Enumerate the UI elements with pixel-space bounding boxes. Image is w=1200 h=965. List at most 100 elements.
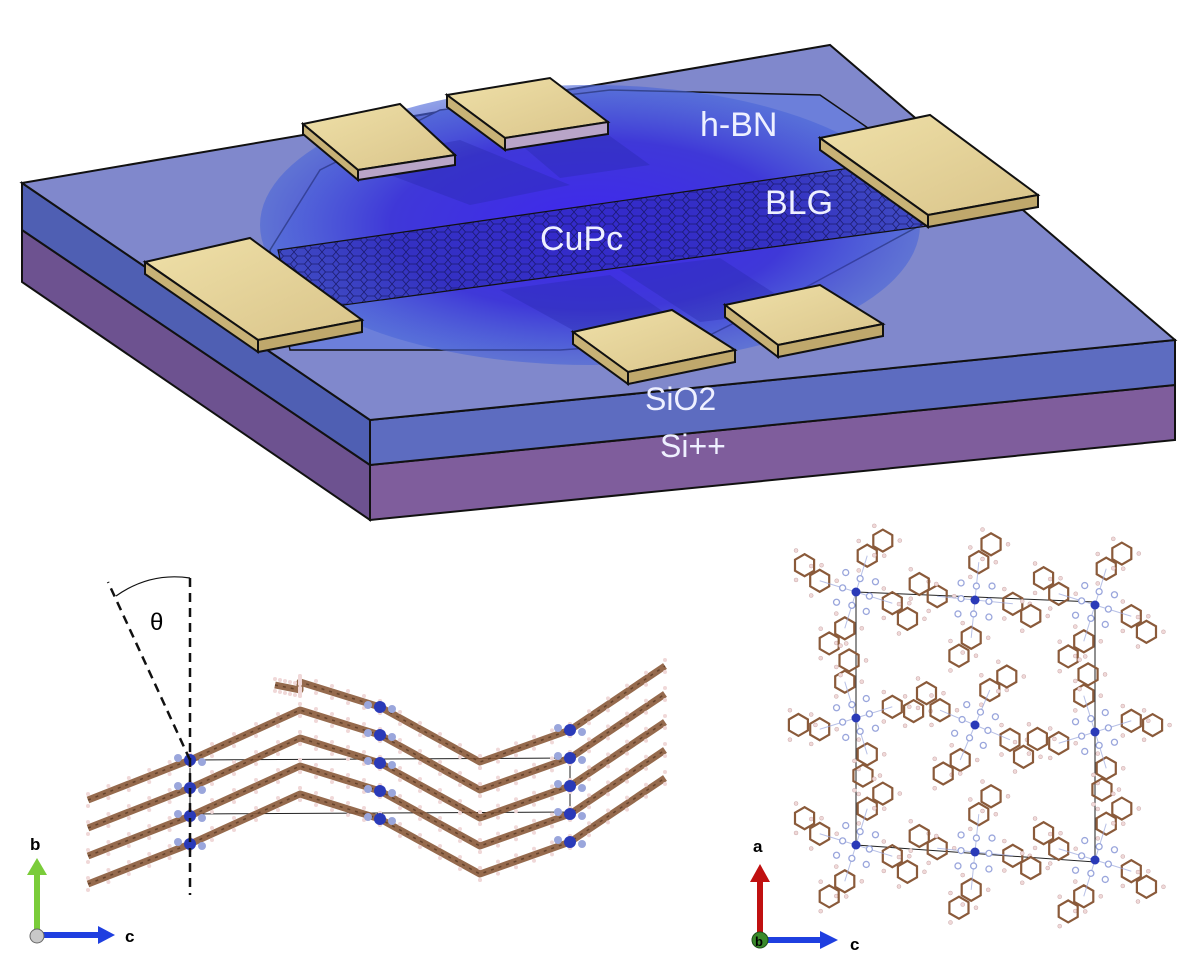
hydrogen-atom	[330, 712, 334, 716]
hydrogen-atom	[1098, 693, 1104, 698]
nitrogen-atom	[198, 842, 206, 850]
benzene-ring	[1073, 683, 1095, 708]
theta-label: θ	[150, 609, 163, 636]
hydrogen-atom	[663, 658, 667, 662]
hydrogen-atom	[625, 779, 629, 784]
benzene-ring	[979, 677, 1001, 703]
hydrogen-atom	[1095, 836, 1100, 841]
benzene-ring	[896, 606, 919, 632]
hydrogen-atom	[362, 694, 366, 698]
hydrogen-atom	[1058, 830, 1063, 836]
hydrogen-atom	[985, 887, 991, 893]
nitrogen-atom	[1101, 875, 1109, 884]
hydrogen-atom	[881, 752, 887, 757]
hydrogen-atom	[298, 714, 302, 718]
hydrogen-atom	[877, 773, 883, 778]
hydrogen-atom	[254, 762, 258, 766]
benzene-ring	[1002, 843, 1024, 869]
hydrogen-atom	[908, 596, 914, 601]
hydrogen-atom	[834, 578, 839, 584]
hydrogen-atom	[968, 545, 973, 550]
nitrogen-atom	[174, 838, 182, 846]
hydrogen-atom	[1032, 590, 1038, 596]
nitrogen-atom	[1077, 597, 1086, 605]
hydrogen-atom	[872, 806, 877, 811]
hydrogen-atom	[625, 807, 629, 812]
hydrogen-atom	[550, 768, 554, 773]
benzene-ring	[908, 823, 930, 849]
hydrogen-atom	[957, 771, 963, 776]
benzene-ring	[834, 669, 856, 694]
hydrogen-atom	[283, 679, 287, 683]
hydrogen-atom	[398, 710, 402, 714]
nitrogen-atom	[838, 584, 847, 592]
benzene-ring	[1002, 591, 1024, 617]
hydrogen-atom	[438, 732, 442, 736]
hydrogen-atom	[1098, 639, 1104, 644]
hydrogen-atom	[863, 658, 869, 663]
hydrogen-atom	[458, 867, 462, 871]
hydrogen-atom	[147, 852, 152, 856]
hydrogen-atom	[856, 568, 861, 573]
hydrogen-atom	[254, 806, 258, 810]
hydrogen-atom	[897, 791, 903, 796]
nitrogen-atom	[1095, 741, 1103, 750]
hydrogen-atom	[818, 908, 823, 914]
hydrogen-atom	[346, 689, 350, 693]
hydrogen-atom	[478, 794, 482, 798]
hydrogen-atom	[167, 800, 172, 804]
hydrogen-atom	[625, 723, 629, 728]
nitrogen-atom	[865, 592, 874, 600]
cupc-molecule	[908, 527, 1050, 673]
hydrogen-atom	[147, 768, 152, 772]
hydrogen-atom	[1141, 737, 1147, 743]
hydrogen-atom	[532, 774, 536, 779]
copper-atom	[1090, 855, 1100, 865]
hydrogen-atom	[106, 840, 111, 844]
hydrogen-atom	[254, 790, 258, 794]
nitrogen-atom	[174, 810, 182, 818]
nitrogen-atom	[198, 758, 206, 766]
hydrogen-atom	[298, 798, 302, 802]
nitrogen-atom	[1087, 714, 1095, 723]
benzene-ring	[872, 528, 894, 553]
nitrogen-atom	[976, 708, 985, 716]
hydrogen-atom	[458, 855, 462, 859]
hydrogen-atom	[458, 771, 462, 775]
hydrogen-atom	[993, 811, 999, 817]
hydrogen-atom	[1120, 766, 1126, 771]
hydrogen-atom	[1111, 566, 1116, 571]
a-axis-label: a	[753, 837, 763, 856]
hydrogen-atom	[819, 815, 824, 821]
benzene-ring	[793, 552, 816, 578]
hydrogen-atom	[418, 789, 422, 793]
hydrogen-atom	[587, 709, 591, 714]
nitrogen-atom	[1104, 605, 1113, 613]
hydrogen-atom	[934, 581, 939, 587]
benzene-ring	[1141, 712, 1164, 738]
nitrogen-atom	[842, 821, 850, 830]
hydrogen-atom	[856, 821, 861, 826]
nitrogen-atom	[957, 594, 965, 603]
benzene-ring	[915, 680, 938, 706]
benzene-ring	[1057, 644, 1079, 669]
contact-left	[142, 236, 365, 354]
hydrogen-atom	[330, 796, 334, 800]
b-axis-origin-sphere	[751, 931, 769, 949]
hydrogen-atom	[960, 650, 965, 655]
hydrogen-atom	[514, 825, 518, 830]
hydrogen-atom	[532, 802, 536, 807]
nitrogen-atom	[969, 610, 978, 618]
device-schematic: h-BN BLG CuPc SiO2 Si++	[19, 43, 1178, 522]
nitrogen-atom	[388, 817, 396, 825]
nitrogen-atom	[957, 579, 965, 587]
axis-triad-side: b c	[27, 835, 134, 946]
hydrogen-atom	[276, 808, 280, 812]
hydrogen-atom	[968, 574, 973, 580]
hydrogen-atom	[418, 817, 422, 821]
hydrogen-atom	[1141, 708, 1147, 713]
hydrogen-atom	[254, 778, 258, 782]
benzene-ring	[809, 716, 831, 742]
hydrogen-atom	[106, 784, 111, 788]
c-axis-label-side: c	[125, 927, 134, 946]
